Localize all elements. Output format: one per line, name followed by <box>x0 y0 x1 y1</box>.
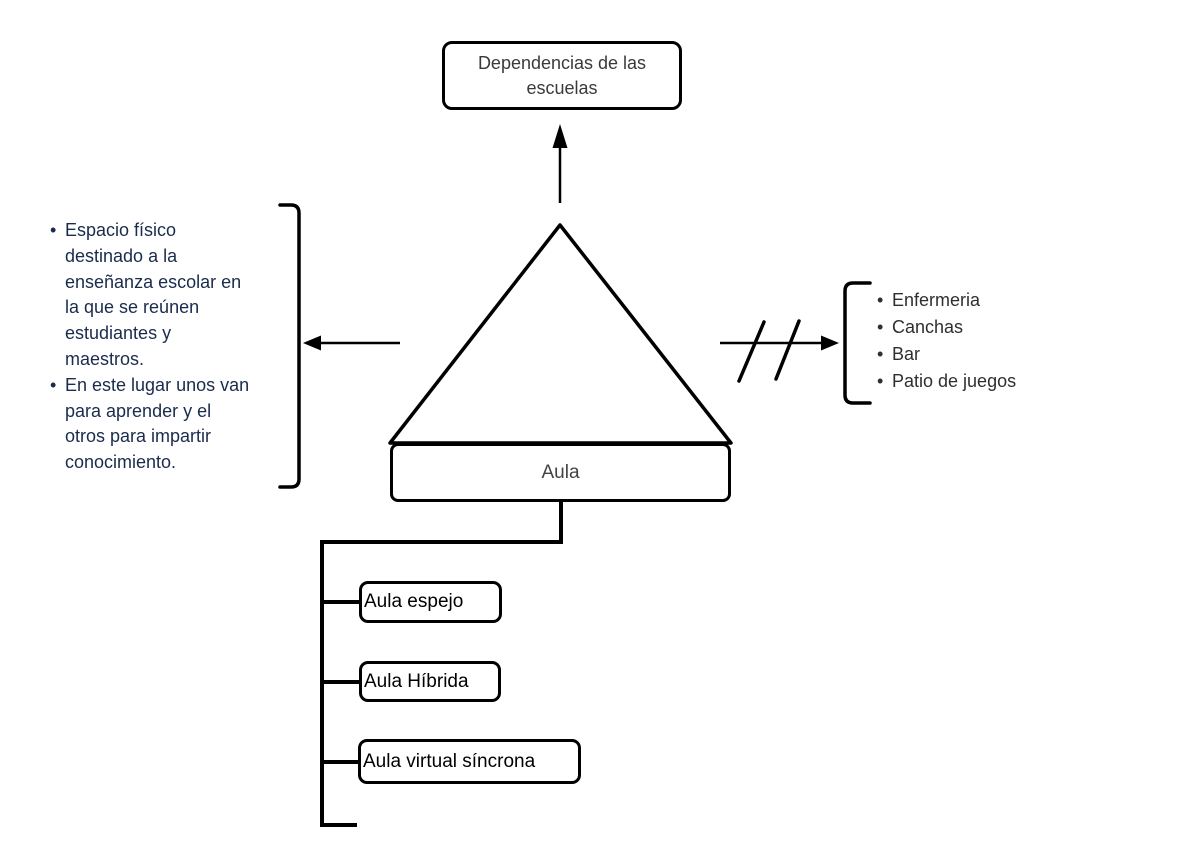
list-item: En este lugar unos van para aprender y e… <box>50 373 250 476</box>
list-item: Espacio físico destinado a la enseñanza … <box>50 218 250 373</box>
node-dependencias: Dependencias de las escuelas <box>442 41 682 110</box>
node-aula-virtual-sincrona: Aula virtual síncrona <box>358 739 581 784</box>
triangle-shape <box>388 223 733 445</box>
node-aula-hibrida-label: Aula Híbrida <box>364 670 469 692</box>
arrow-left <box>303 335 400 351</box>
node-aula-label: Aula <box>541 461 580 483</box>
right-note-list: EnfermeriaCanchasBarPatio de juegos <box>877 287 1097 395</box>
double-slash-icon <box>737 319 801 383</box>
node-aula: Aula <box>390 443 731 502</box>
list-item: Bar <box>877 341 1097 368</box>
right-bracket <box>843 281 872 405</box>
list-item: Enfermeria <box>877 287 1097 314</box>
left-bracket <box>278 203 301 489</box>
node-dependencias-label: Dependencias de las escuelas <box>477 52 647 98</box>
list-item: Patio de juegos <box>877 368 1097 395</box>
arrow-right <box>720 335 839 351</box>
list-item: Canchas <box>877 314 1097 341</box>
tree-connectors <box>320 502 563 827</box>
node-aula-espejo: Aula espejo <box>359 581 502 623</box>
node-aula-hibrida: Aula Híbrida <box>359 661 501 702</box>
node-aula-espejo-label: Aula espejo <box>364 591 464 612</box>
arrow-up <box>552 124 568 203</box>
left-note-list: Espacio físico destinado a la enseñanza … <box>50 218 250 476</box>
node-aula-virtual-sincrona-label: Aula virtual síncrona <box>363 750 536 772</box>
